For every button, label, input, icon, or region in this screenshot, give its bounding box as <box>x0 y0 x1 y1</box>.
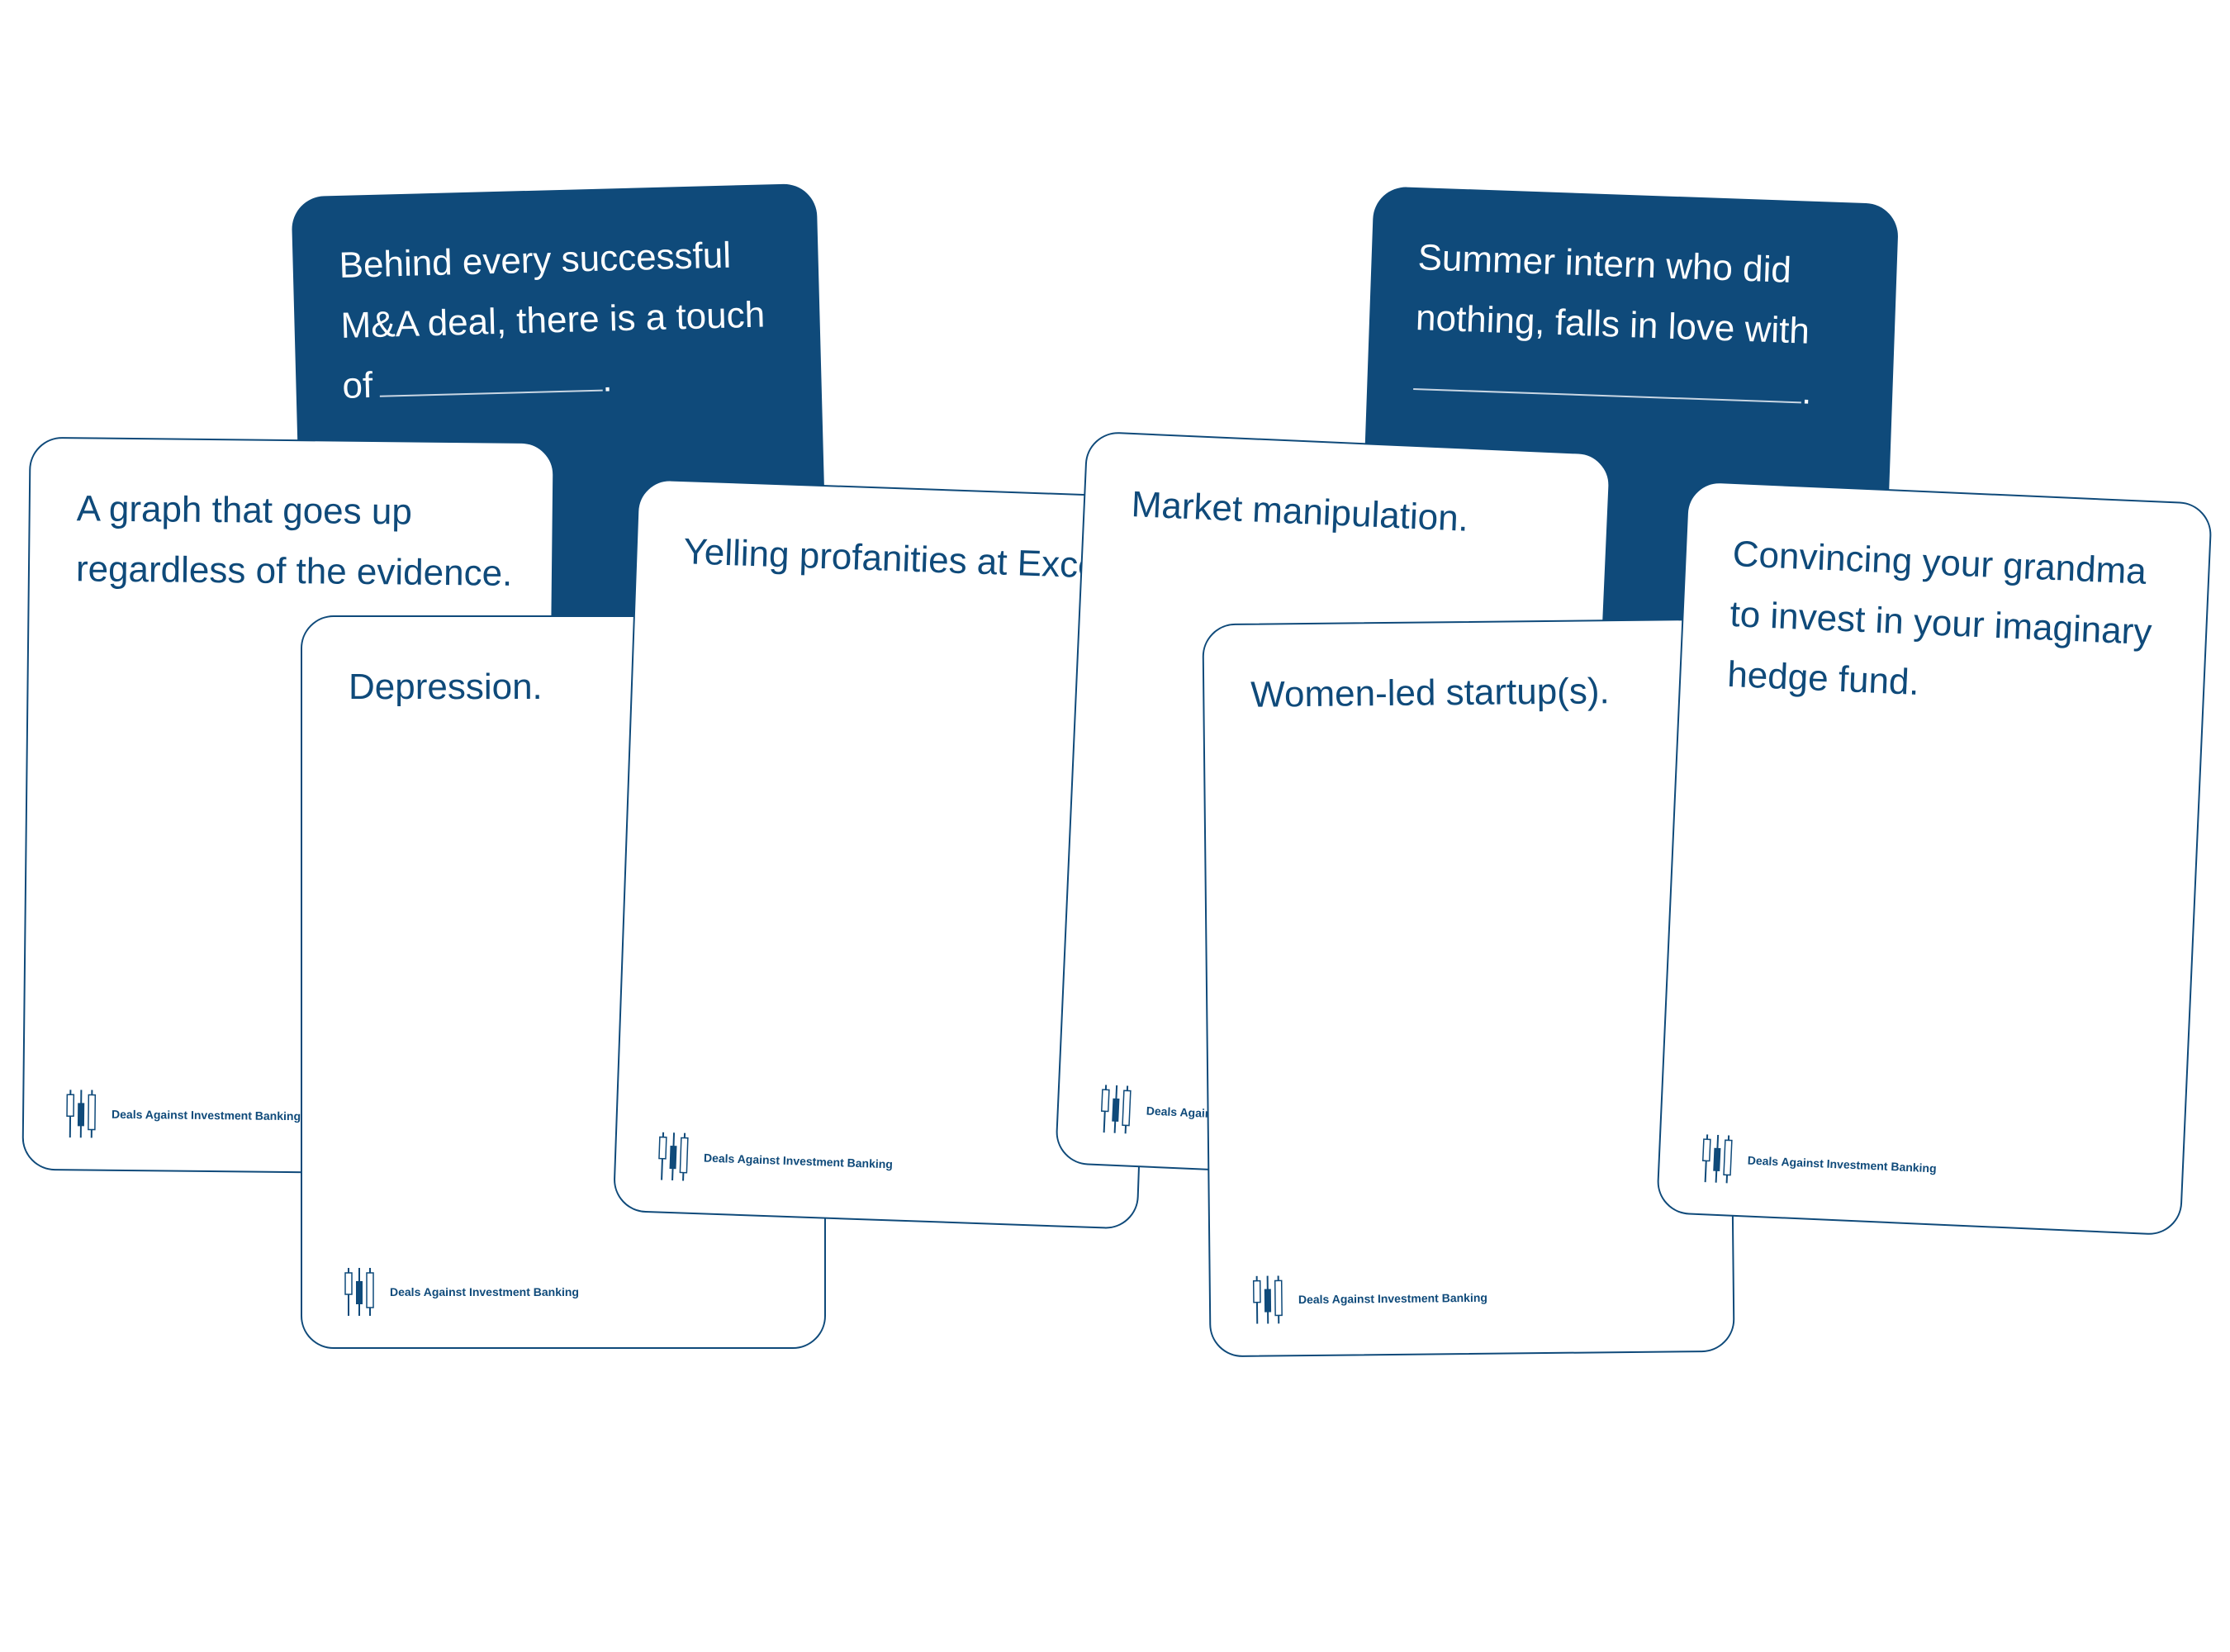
white-card-graph[interactable]: A graph that goes up regardless of the e… <box>21 436 555 1176</box>
candlestick-logo-icon <box>1701 1134 1733 1184</box>
answer-text: Convincing your grandma to invest in you… <box>1726 534 2153 703</box>
prompt-text: Behind every successful M&A deal, there … <box>339 235 766 406</box>
answer-text: Women-led startup(s). <box>1250 671 1610 715</box>
candlestick-logo-icon <box>344 1268 374 1316</box>
blank-line <box>1413 387 1801 404</box>
brand-logo: Deals Against Investment Banking <box>1099 1085 1336 1142</box>
brand-name: Deals Against Investment Banking <box>112 1107 301 1123</box>
brand-name: Deals Against Investment Banking <box>1298 1290 1487 1307</box>
answer-text: A graph that goes up regardless of the e… <box>75 488 513 594</box>
brand-name: Deals Against Investment Banking <box>703 1151 894 1171</box>
brand-logo: Deals Against Investment Banking <box>344 1268 579 1316</box>
candlestick-logo-icon <box>66 1089 97 1138</box>
white-card-grandma[interactable]: Convincing your grandma to invest in you… <box>1655 480 2213 1237</box>
candlestick-logo-icon <box>1252 1275 1283 1324</box>
answer-text: Depression. <box>349 667 543 707</box>
answer-text: Market manipulation. <box>1130 484 1469 539</box>
brand-logo: Deals Against Investment Banking <box>1701 1134 1938 1192</box>
candlestick-logo-icon <box>1100 1085 1132 1134</box>
brand-logo: Deals Against Investment Banking <box>65 1089 301 1140</box>
brand-logo: Deals Against Investment Banking <box>1252 1274 1488 1324</box>
prompt-text: Summer intern who did nothing, falls in … <box>1412 227 1864 424</box>
brand-name: Deals Against Investment Banking <box>390 1285 579 1298</box>
answer-text: Yelling profanities at Excel. <box>682 531 1117 587</box>
brand-logo: Deals Against Investment Banking <box>657 1132 894 1189</box>
white-card-excel[interactable]: Yelling profanities at Excel. Deals Agai… <box>612 478 1164 1230</box>
white-card-market-manipulation[interactable]: Market manipulation. Deals Against Inves… <box>1054 430 1612 1187</box>
brand-name: Deals Against Investment Banking <box>1747 1153 1937 1175</box>
white-card-women-led[interactable]: Women-led startup(s). Deals Against Inve… <box>1202 618 1735 1358</box>
blank-line <box>379 389 603 397</box>
candlestick-logo-icon <box>658 1132 689 1181</box>
